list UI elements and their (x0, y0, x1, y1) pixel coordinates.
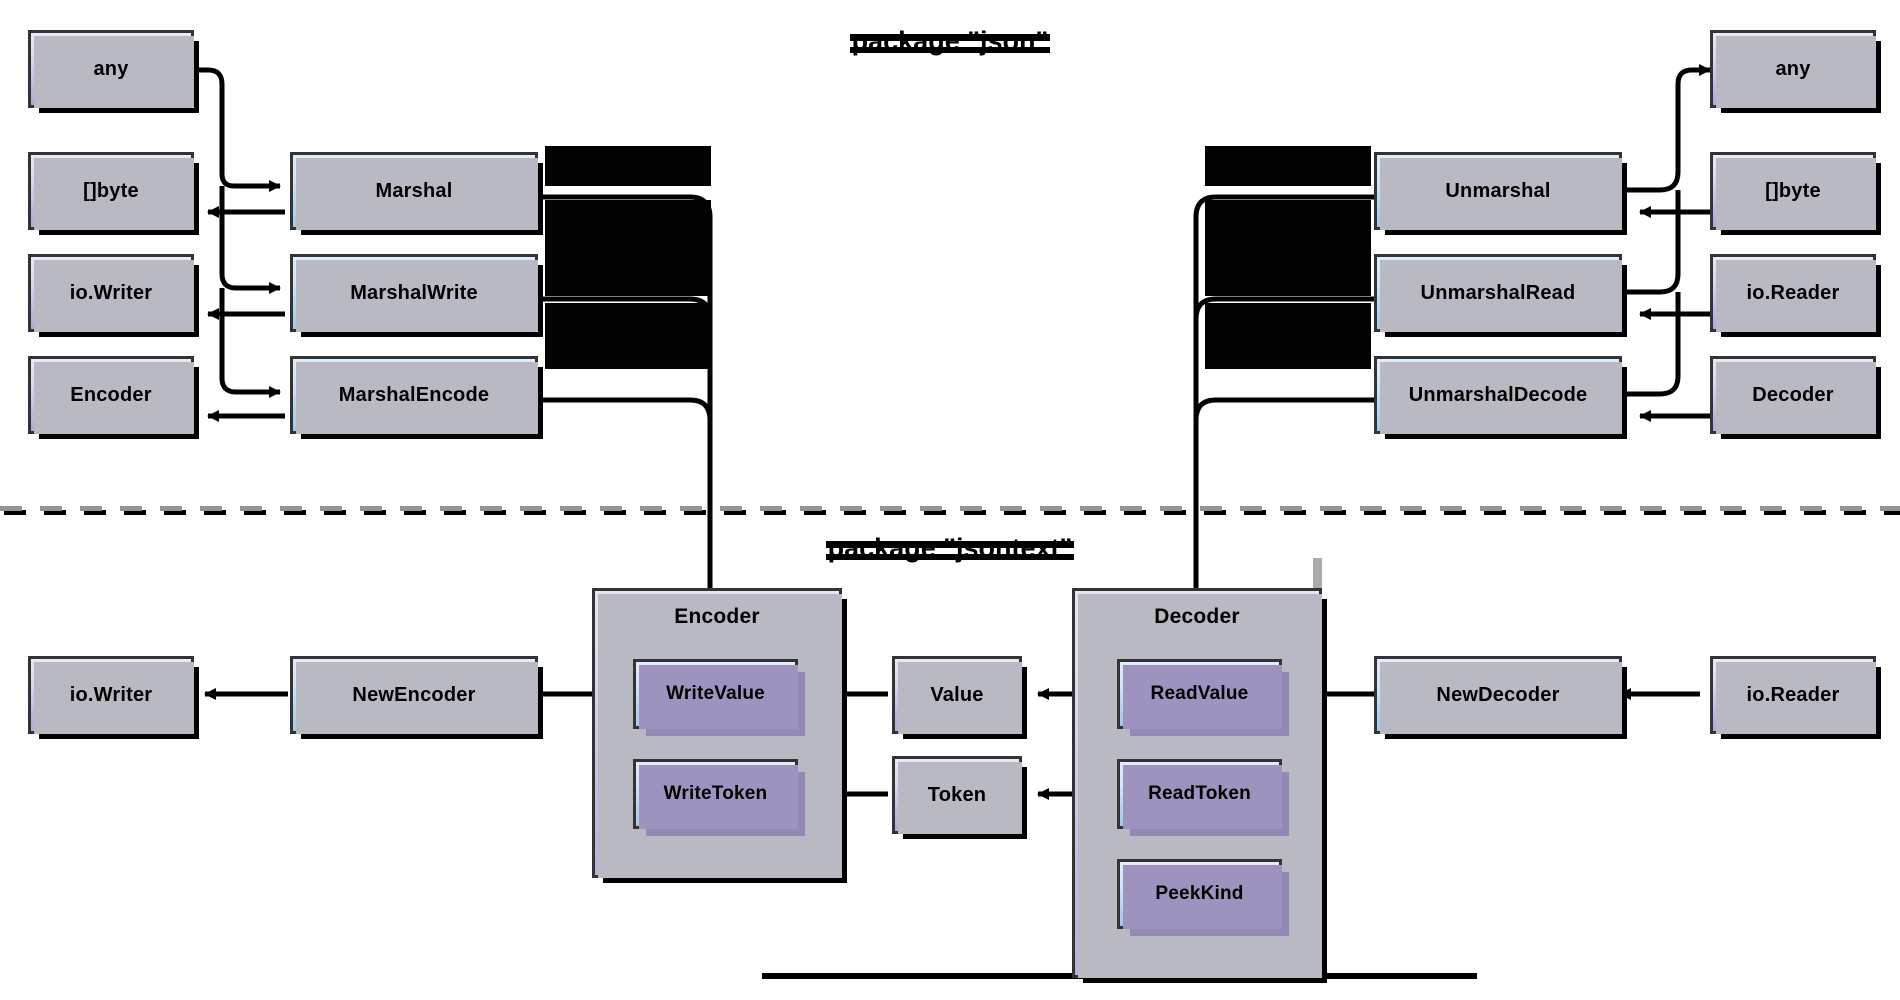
render-artifact-slab (545, 200, 711, 296)
render-artifact-slab (1205, 303, 1371, 369)
divider-shadow (4, 510, 1900, 515)
method-box-write-value: WriteValue (633, 659, 805, 736)
method-box-peek-kind: PeekKind (1117, 859, 1289, 936)
package-divider (0, 506, 1900, 515)
encoder-group: Encoder WriteValue WriteToken (592, 588, 847, 883)
func-box-marshal-encode: MarshalEncode (290, 356, 543, 439)
method-box-read-token: ReadToken (1117, 759, 1289, 836)
type-box-io-writer-encoder: io.Writer (28, 656, 199, 739)
type-box-token: Token (892, 756, 1027, 839)
divider-line (0, 506, 1900, 511)
func-box-marshal: Marshal (290, 152, 543, 235)
encoder-group-title: Encoder (674, 605, 760, 628)
type-box-io-reader-decoder: io.Reader (1710, 656, 1881, 739)
render-artifact-slab (1205, 146, 1371, 186)
type-box-encoder-marshal: Encoder (28, 356, 199, 439)
func-box-marshal-write: MarshalWrite (290, 254, 543, 337)
func-box-new-encoder: NewEncoder (290, 656, 543, 739)
func-box-unmarshal: Unmarshal (1374, 152, 1627, 235)
func-box-unmarshal-decode: UnmarshalDecode (1374, 356, 1627, 439)
type-box-any-unmarshal: any (1710, 30, 1881, 113)
type-box-bytes-marshal: []byte (28, 152, 199, 235)
package-json-title: package "json" (849, 26, 1051, 56)
decoder-top-stub (1313, 558, 1322, 590)
func-box-unmarshal-read: UnmarshalRead (1374, 254, 1627, 337)
method-box-write-token: WriteToken (633, 759, 805, 836)
decoder-group-title: Decoder (1154, 605, 1240, 628)
type-box-any-marshal: any (28, 30, 199, 113)
package-jsontext-title: package "jsontext" (825, 533, 1075, 563)
render-artifact-slab (1205, 200, 1371, 296)
type-box-decoder-unmarshal: Decoder (1710, 356, 1881, 439)
render-artifact-slab (545, 146, 711, 186)
func-box-new-decoder: NewDecoder (1374, 656, 1627, 739)
type-box-value: Value (892, 656, 1027, 739)
type-box-bytes-unmarshal: []byte (1710, 152, 1881, 235)
type-box-io-writer-marshal: io.Writer (28, 254, 199, 337)
type-box-io-reader-unmarshal: io.Reader (1710, 254, 1881, 337)
decoder-group: Decoder ReadValue ReadToken PeekKind (1072, 588, 1327, 983)
method-box-read-value: ReadValue (1117, 659, 1289, 736)
render-artifact-slab (545, 303, 711, 369)
